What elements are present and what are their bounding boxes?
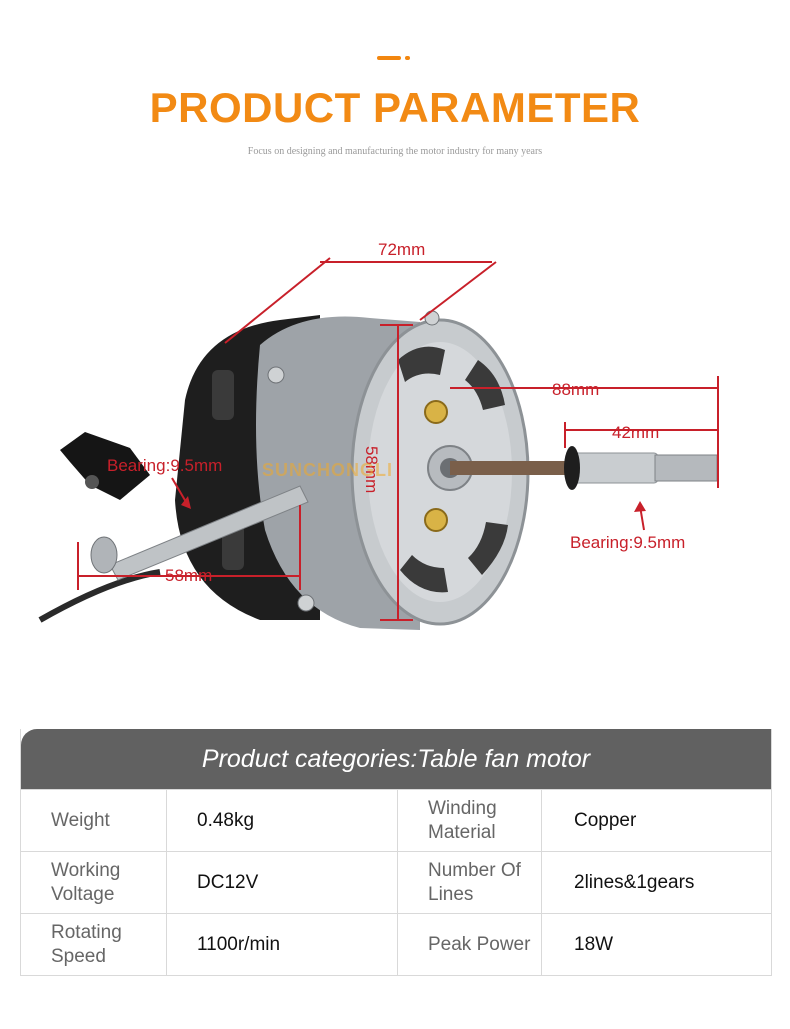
spec-label: Rotating Speed [21, 914, 167, 975]
dimension-length-label: 88mm [552, 380, 600, 399]
accent-bar [377, 56, 401, 60]
spec-label: Number Of Lines [398, 852, 542, 913]
page-subtitle: Focus on designing and manufacturing the… [247, 146, 543, 157]
spec-label: Peak Power [398, 914, 542, 975]
spec-value: 18W [574, 933, 614, 955]
brand-watermark: SUNCHONGLI [262, 460, 393, 480]
accent-dot [405, 56, 410, 60]
spec-value: 0.48kg [167, 790, 398, 851]
spec-value: 1100r/min [167, 914, 398, 975]
spec-label: Winding Material [398, 790, 542, 851]
spec-value: Copper [574, 809, 637, 831]
motor-illustration [38, 257, 719, 630]
spec-table-header: Product categories:Table fan motor [21, 729, 771, 789]
table-row: Weight 0.48kg Winding Material Copper [21, 789, 771, 851]
bearing-left-label: Bearing:9.5mm [107, 456, 223, 475]
spec-label: Working Voltage [21, 852, 167, 913]
table-row: Working Voltage DC12V Number Of Lines 2l… [21, 851, 771, 913]
dimension-shaft-right-label: 42mm [612, 423, 660, 442]
motor-figure: 72mm 88mm 42mm 58mm 58mm Bearing:9.5mm B… [0, 200, 790, 670]
table-row: Rotating Speed 1100r/min Peak Power 18W [21, 913, 771, 975]
spec-label: Weight [21, 790, 167, 851]
bearing-right-label: Bearing:9.5mm [570, 533, 686, 552]
page-title: PRODUCT PARAMETER [149, 84, 641, 131]
spec-value: DC12V [167, 852, 398, 913]
spec-value: 2lines&1gears [574, 871, 695, 893]
spec-table: Product categories:Table fan motor Weigh… [20, 729, 772, 976]
dimension-shaft-left-label: 58mm [165, 566, 213, 585]
dimension-width-label: 72mm [378, 240, 426, 259]
